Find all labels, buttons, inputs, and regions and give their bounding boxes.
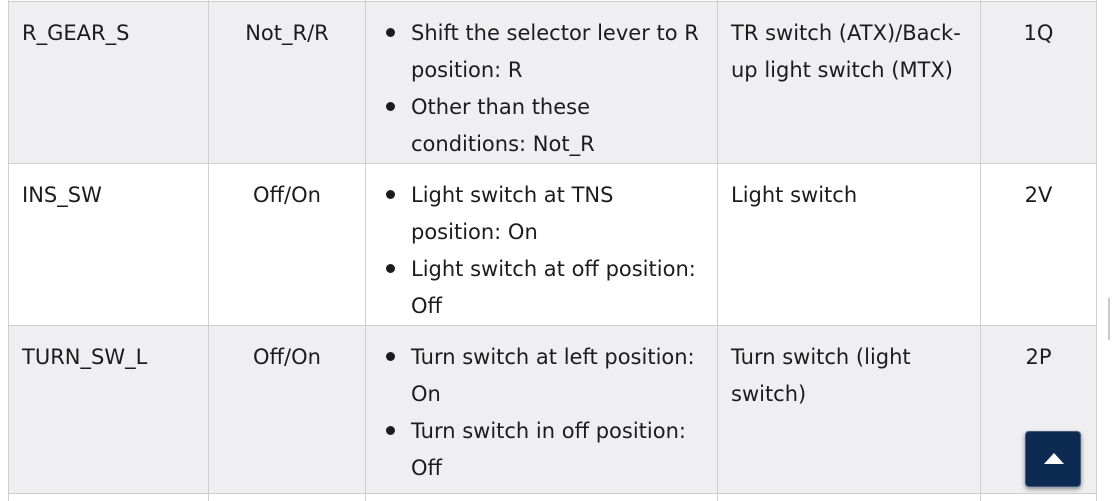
signal-spec-table: R_GEAR_S Not_R/R Shift the selector leve… [8, 0, 1097, 501]
condition-item: Turn switch in off position: Off [386, 413, 717, 487]
bullet-icon [386, 102, 395, 111]
table-row: R_GEAR_S Not_R/R Shift the selector leve… [8, 1, 1097, 164]
condition-item: Turn switch at left position: On [386, 339, 717, 413]
arrow-up-icon [1044, 453, 1064, 464]
condition-item: Shift the selector lever to R position: … [386, 15, 717, 89]
back-to-top-button[interactable] [1025, 431, 1081, 487]
condition-item: Light switch at off position: Off [386, 251, 717, 325]
table-row: TURN_SW_L Off/On Turn switch at left pos… [8, 325, 1097, 494]
conditions-cell: Turn switch at left position: On Turn sw… [365, 325, 718, 494]
conditions-list: Light switch at TNS position: On Light s… [366, 177, 717, 325]
signal-name-cell: R_GEAR_S [8, 1, 209, 164]
bullet-icon [386, 352, 395, 361]
condition-item: Other than these conditions: Not_R [386, 89, 717, 163]
bullet-icon [386, 28, 395, 37]
signal-name-cell: TURN_SW_L [8, 325, 209, 494]
pin-cell: 2V [980, 163, 1097, 326]
table-row-cut-off [8, 493, 1097, 501]
signal-name-cell: INS_SW [8, 163, 209, 326]
conditions-cell: Shift the selector lever to R position: … [365, 1, 718, 164]
bullet-icon [386, 264, 395, 273]
condition-item: Light switch at TNS position: On [386, 177, 717, 251]
scrollbar-thumb[interactable] [1108, 298, 1110, 340]
pin-cell: 1Q [980, 1, 1097, 164]
table-row: INS_SW Off/On Light switch at TNS positi… [8, 163, 1097, 326]
component-cell: Light switch [717, 163, 981, 326]
component-cell: Turn switch (light switch) [717, 325, 981, 494]
signal-values-cell: Off/On [208, 163, 366, 326]
signal-values-cell: Off/On [208, 325, 366, 494]
bullet-icon [386, 190, 395, 199]
signal-values-cell: Not_R/R [208, 1, 366, 164]
conditions-cell: Light switch at TNS position: On Light s… [365, 163, 718, 326]
conditions-list: Turn switch at left position: On Turn sw… [366, 339, 717, 487]
conditions-list: Shift the selector lever to R position: … [366, 15, 717, 163]
component-cell: TR switch (ATX)/Back-up light switch (MT… [717, 1, 981, 164]
bullet-icon [386, 426, 395, 435]
